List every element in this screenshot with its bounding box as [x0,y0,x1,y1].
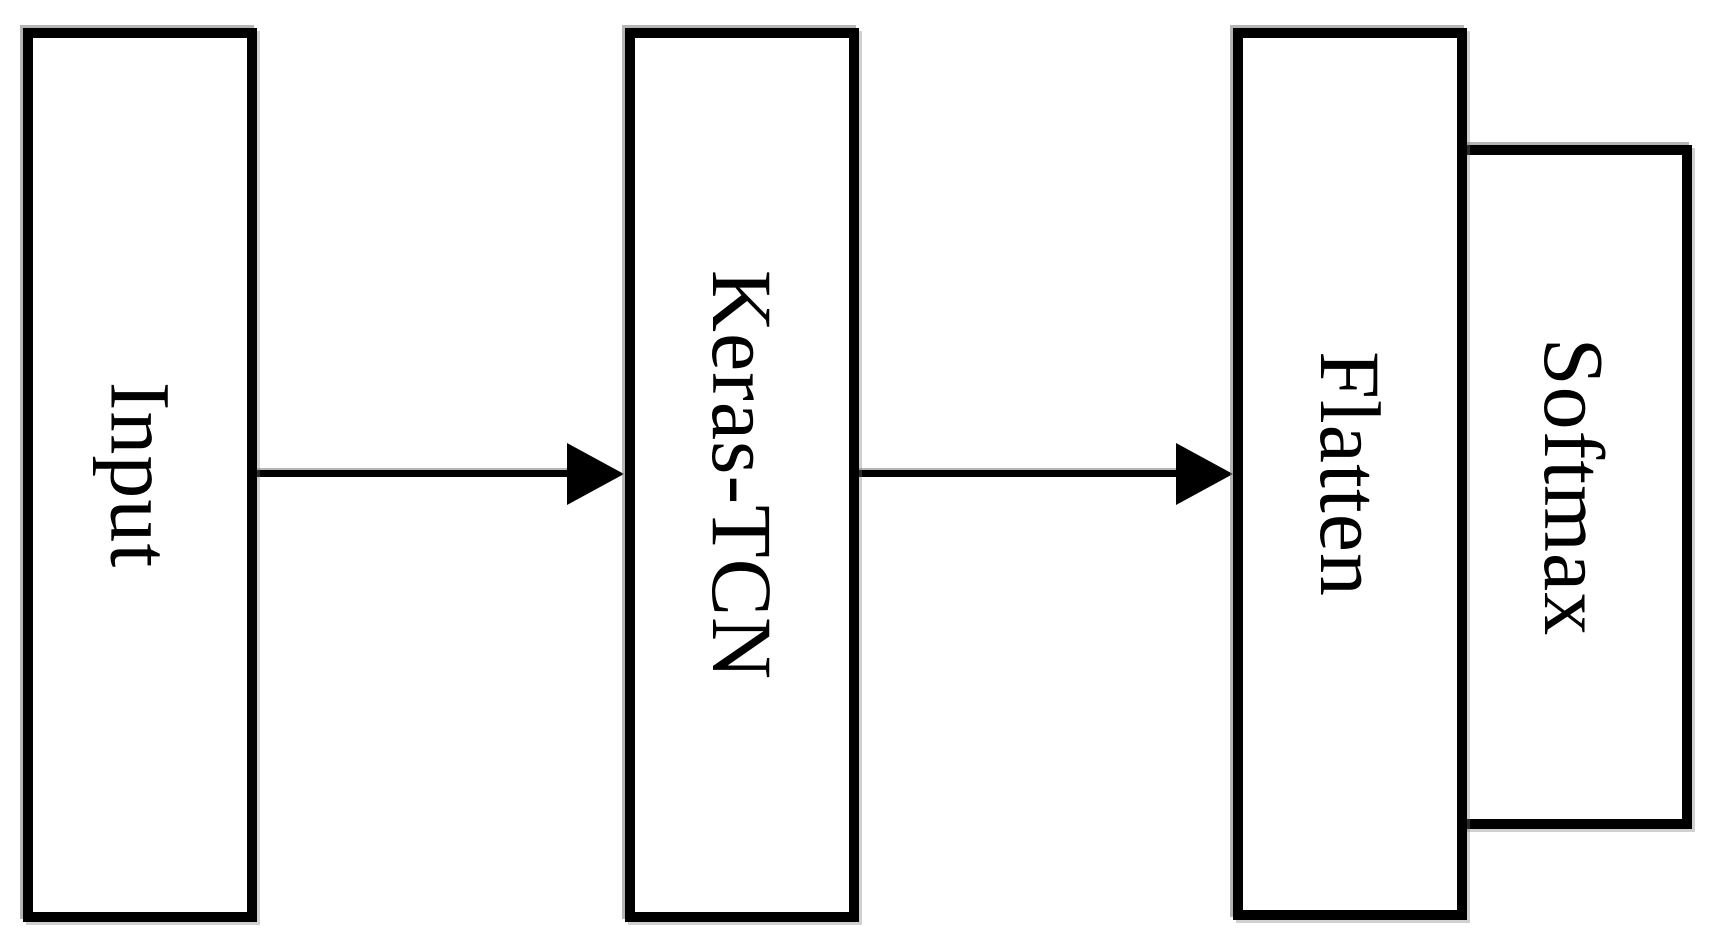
arrowhead-right-icon [567,443,624,505]
node-keras-tcn: Keras-TCN [625,28,859,922]
node-input: Input [23,28,257,922]
node-keras-tcn-label: Keras-TCN [694,269,791,681]
node-softmax-label: Softmax [1526,337,1623,637]
node-input-label: Input [91,381,188,569]
node-flatten: Flatten [1233,28,1467,920]
edge-keras-tcn-to-flatten [859,470,1178,477]
arrowhead-right-icon [1176,443,1233,505]
node-flatten-label: Flatten [1302,351,1399,597]
node-softmax: Softmax [1457,145,1692,829]
edge-input-to-keras-tcn [257,470,569,477]
